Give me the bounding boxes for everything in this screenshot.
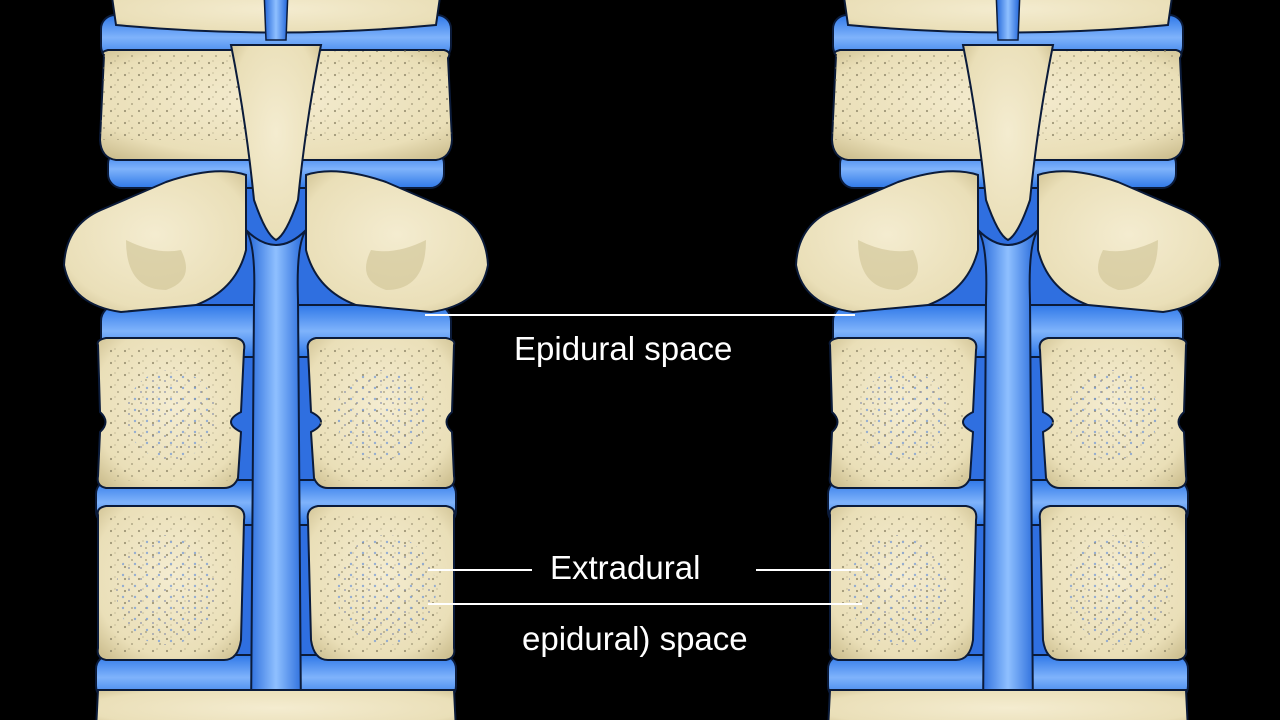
- extradural-epidural-space-label: epidural) space: [522, 620, 748, 657]
- leader-lines: [425, 314, 862, 605]
- spine-column-right: [795, 0, 1221, 720]
- spine-column-left: [63, 0, 489, 720]
- extradural-label: Extradural: [550, 549, 701, 586]
- epidural-space-label: Epidural space: [514, 330, 733, 367]
